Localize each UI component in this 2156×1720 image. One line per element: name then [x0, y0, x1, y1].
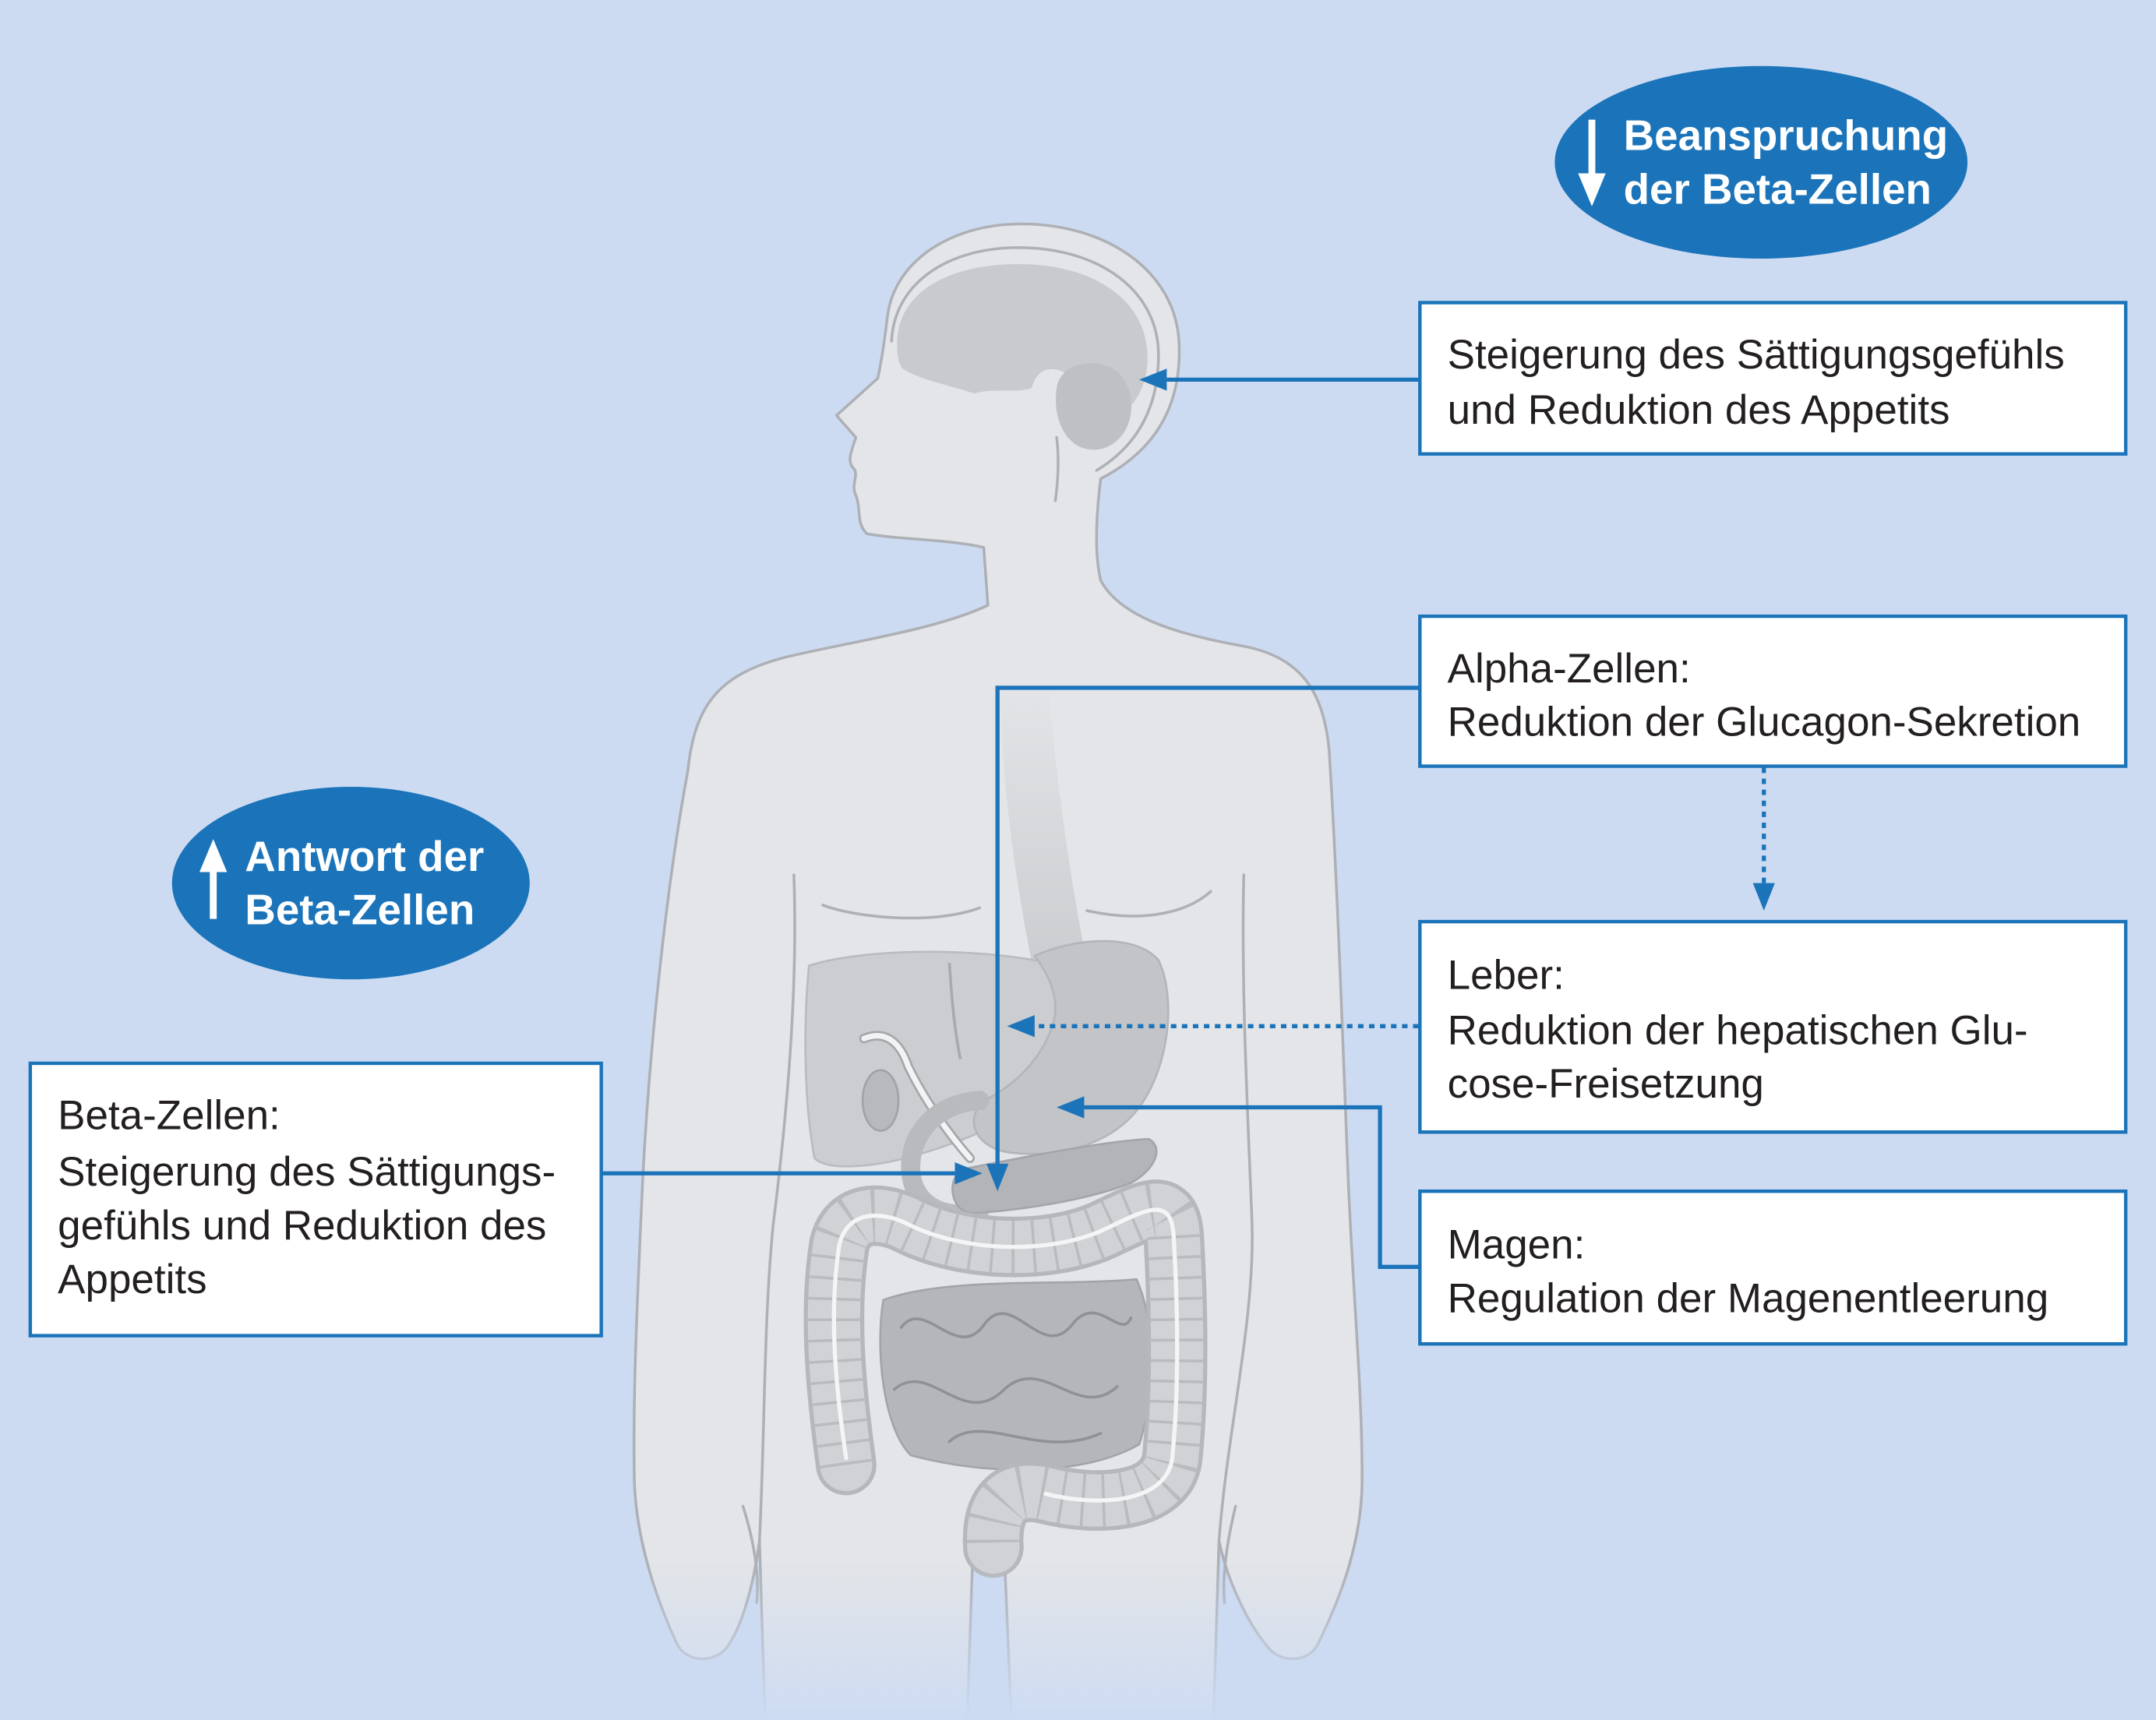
box-liver-line: Reduktion der hepatischen Glu- — [1448, 1007, 2028, 1053]
connector-alpha-cells — [995, 686, 1420, 1167]
intestine-coil — [893, 1377, 1119, 1405]
box-beta-cells: Beta-Zellen: Steigerung des Sättigungs- … — [28, 1061, 603, 1338]
box-brain-frame — [1418, 301, 2128, 456]
box-beta-cells-line: Steigerung des Sättigungs- — [58, 1149, 556, 1195]
box-alpha-cells-line: Reduktion der Glucagon-Sekretion — [1448, 700, 2081, 745]
box-brain: Steigerung des Sättigungsgefühls und Red… — [1418, 301, 2128, 456]
callout-response-ellipse — [171, 787, 530, 980]
skull-line — [890, 246, 1160, 472]
box-stomach: Magen: Regulation der Magenentleerung — [1418, 1189, 2128, 1346]
connector-stomach — [1084, 1105, 1420, 1269]
right-inner-arm-line — [1217, 873, 1254, 1542]
box-alpha-cells-heading: Alpha-Zellen: — [1448, 646, 1691, 692]
callout-strain-line: der Beta-Zellen — [1624, 164, 1932, 213]
callout-strain-line: Beanspruchung — [1624, 111, 1949, 159]
box-stomach-heading: Magen: — [1448, 1222, 1586, 1268]
box-liver: Leber: Reduktion der hepatischen Glu- co… — [1418, 919, 2128, 1134]
box-stomach-frame — [1418, 1189, 2128, 1346]
arrowhead-brain — [1139, 368, 1167, 391]
box-brain-line: und Reduktion des Appetits — [1448, 387, 1950, 433]
arrow-down-icon — [1578, 119, 1606, 206]
arrow-down-head — [1578, 173, 1606, 206]
jaw-line — [1053, 435, 1060, 502]
small-intestine — [879, 1278, 1152, 1472]
callout-response-line: Antwort der — [245, 832, 484, 880]
box-beta-cells-frame — [28, 1061, 603, 1338]
gallbladder — [861, 1069, 900, 1132]
arrow-up-icon — [199, 839, 228, 919]
callout-beta-cell-response: Antwort der Beta-Zellen — [171, 787, 530, 980]
arrowhead-stomach — [1057, 1096, 1085, 1119]
large-intestine — [803, 1179, 1208, 1578]
arrowhead-liver — [1007, 1015, 1035, 1038]
arrowhead-beta-cells — [954, 1162, 983, 1185]
right-chest-line — [1085, 890, 1212, 918]
box-beta-cells-line: gefühls und Reduktion des — [58, 1203, 546, 1249]
colon-center-line — [831, 1207, 1180, 1503]
box-brain-line: Steigerung des Sättigungsgefühls — [1448, 332, 2065, 378]
box-liver-heading: Leber: — [1448, 953, 1565, 999]
left-chest-line — [821, 904, 982, 920]
arrowhead-alpha-cells — [986, 1163, 1009, 1192]
pancreas — [951, 1137, 1158, 1214]
cerebellum — [1056, 363, 1132, 450]
bile-duct — [861, 1033, 973, 1161]
connectors — [601, 368, 1775, 1269]
box-alpha-cells: Alpha-Zellen: Reduktion der Glucagon-Sek… — [1418, 614, 2128, 768]
box-stomach-line: Regulation der Magenentleerung — [1448, 1276, 2049, 1322]
callout-response-line: Beta-Zellen — [245, 886, 475, 934]
intestine-coil — [899, 1311, 1133, 1338]
callout-beta-cell-strain: Beanspruchung der Beta-Zellen — [1554, 65, 1968, 259]
liver-fissure — [947, 962, 962, 1060]
box-liver-frame — [1418, 919, 2128, 1134]
left-inner-arm-line — [757, 873, 796, 1542]
callout-strain-ellipse — [1554, 65, 1968, 259]
esophagus — [1000, 687, 1087, 964]
box-beta-cells-heading: Beta-Zellen: — [58, 1093, 281, 1139]
arrow-up-head — [199, 839, 228, 872]
arrowhead-alpha-to-liver — [1752, 883, 1775, 911]
leg-fade — [605, 1561, 1404, 1720]
intestine-coil — [947, 1429, 1103, 1443]
box-liver-line: cose-Freisetzung — [1448, 1061, 1764, 1107]
box-beta-cells-line: Appetits — [58, 1257, 206, 1302]
box-alpha-cells-frame — [1418, 614, 2128, 768]
